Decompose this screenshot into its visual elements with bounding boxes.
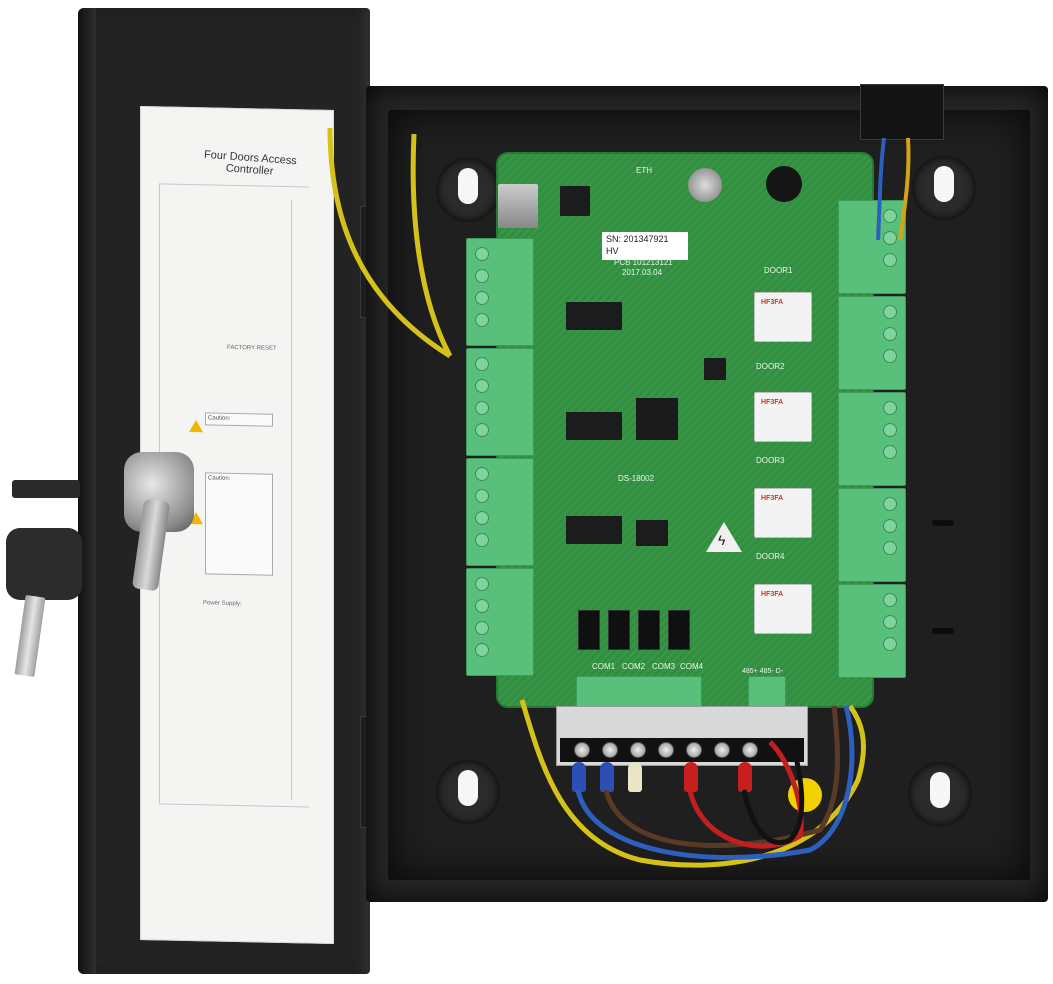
door-label: DOOR1 — [764, 266, 793, 275]
terminal-screw — [686, 742, 702, 758]
key-ring-tag — [12, 480, 80, 498]
com-label: COM2 — [622, 662, 646, 671]
mounting-hole — [436, 158, 500, 222]
clear-crimp-lug — [628, 762, 642, 792]
caution-heading: Caution: — [208, 475, 231, 482]
hardware-version-text: HV — [606, 246, 619, 256]
door-relay-3: HF3FA — [754, 488, 812, 538]
high-voltage-icon — [706, 522, 742, 552]
ic-chip — [566, 516, 622, 544]
mounting-hole — [436, 760, 500, 824]
terminal-screw — [602, 742, 618, 758]
terminal-screw — [658, 742, 674, 758]
mounting-hole — [912, 156, 976, 220]
terminal-block-right-5 — [838, 584, 906, 678]
coin-battery — [688, 168, 722, 202]
door-label: DOOR4 — [756, 552, 785, 561]
sheet-line — [159, 183, 309, 188]
door-relay-4: HF3FA — [754, 584, 812, 634]
terminal-block-right-4 — [838, 488, 906, 582]
serial-number-sticker: SN: 201347921 HV — [602, 232, 688, 260]
terminal-screw — [742, 742, 758, 758]
com-label: COM3 — [652, 662, 676, 671]
factory-reset-text: FACTORY RESET — [227, 344, 277, 352]
small-relay — [578, 610, 600, 650]
pcb-code-text: PCB 101213121 — [614, 258, 673, 267]
caution-box-1: Caution: — [205, 412, 273, 427]
ethernet-port — [498, 184, 538, 228]
terminal-block-left-1 — [466, 238, 534, 346]
eth-label: ETH — [636, 166, 652, 175]
terminal-block-right-2 — [838, 296, 906, 390]
ic-chip — [704, 358, 726, 380]
mounting-hole — [908, 762, 972, 826]
relay-model-text: HF3FA — [761, 399, 784, 406]
door-relay-2: HF3FA — [754, 392, 812, 442]
small-relay — [608, 610, 630, 650]
door-label: DOOR2 — [756, 362, 785, 371]
caution-box-2: Caution: — [205, 472, 273, 576]
power-terminal-bar — [560, 738, 804, 762]
door-relay-1: HF3FA — [754, 292, 812, 342]
small-relay — [668, 610, 690, 650]
blue-crimp-lug — [572, 762, 586, 792]
ic-chip — [566, 412, 622, 440]
small-relay — [638, 610, 660, 650]
red-crimp-lug — [684, 762, 698, 792]
caution-heading: Caution: — [208, 415, 231, 422]
lightning-glyph: ϟ — [718, 532, 726, 548]
terminal-block-left-4 — [466, 568, 534, 676]
relay-model-text: HF3FA — [761, 591, 784, 598]
terminal-screw — [714, 742, 730, 758]
vent-slot — [932, 520, 954, 526]
pcb-date-text: 2017.03.04 — [622, 268, 663, 277]
cable-entry-bracket — [860, 84, 944, 140]
terminal-block-right-3 — [838, 392, 906, 486]
serial-number-text: SN: 201347921 — [606, 234, 669, 244]
blue-crimp-lug — [600, 762, 614, 792]
ic-chip — [636, 520, 668, 546]
vent-slot — [932, 628, 954, 634]
terminal-block-right-1 — [838, 200, 906, 294]
main-processor-chip — [636, 398, 678, 440]
sheet-line — [159, 803, 309, 808]
sheet-line — [291, 200, 292, 801]
door-label: DOOR3 — [756, 456, 785, 465]
key-blade — [14, 594, 46, 678]
terminal-screw — [630, 742, 646, 758]
warning-triangle-icon — [189, 419, 203, 433]
rs485-label: 485+ 485- D- — [742, 668, 784, 675]
com-label: COM1 — [592, 662, 616, 671]
ic-chip — [560, 186, 590, 216]
terminal-screw — [574, 742, 590, 758]
pcb-model-text: DS-18002 — [618, 474, 655, 483]
terminal-block-left-3 — [466, 458, 534, 566]
ground-symbol-icon — [788, 778, 822, 812]
terminal-block-left-2 — [466, 348, 534, 456]
door-edge — [78, 8, 96, 974]
power-supply-text: Power Supply: — [203, 600, 242, 608]
com-label: COM4 — [680, 662, 704, 671]
buzzer — [766, 166, 802, 202]
red-crimp-lug — [738, 762, 752, 792]
relay-model-text: HF3FA — [761, 495, 784, 502]
ic-chip — [566, 302, 622, 330]
relay-model-text: HF3FA — [761, 299, 784, 306]
key-icon — [6, 528, 82, 600]
